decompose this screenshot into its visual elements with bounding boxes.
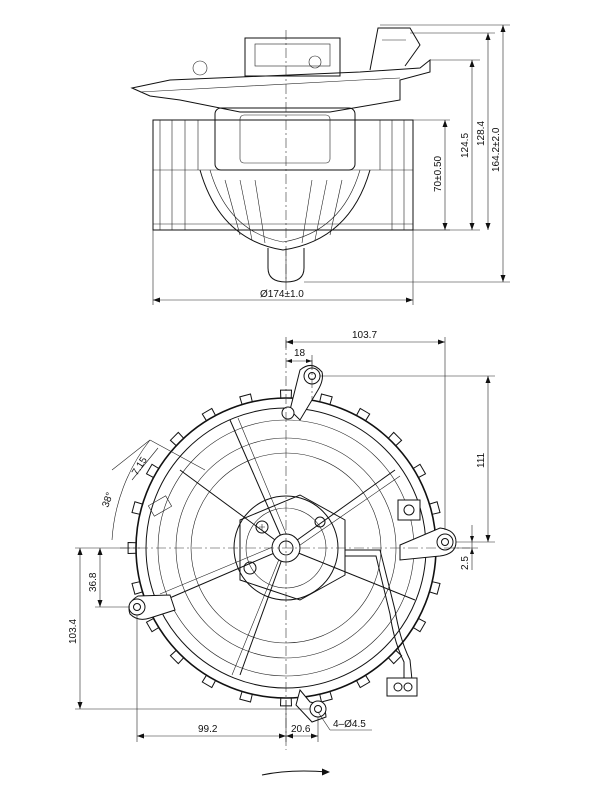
housing-rib: [201, 407, 217, 422]
plan-view: 103.7 18 111 2.5 38° 7.15 36.8: [68, 330, 495, 750]
dim-offset-18: 18: [294, 348, 306, 359]
dim-angle-38: 38°: [100, 491, 116, 509]
housing-rib: [319, 393, 333, 405]
housing-rib: [319, 691, 333, 703]
housing-rib: [429, 581, 441, 595]
housing-rib: [131, 501, 143, 515]
dim-height-164: 164.2±2.0: [491, 127, 502, 172]
housing-rib: [412, 617, 427, 633]
housing-rib: [169, 649, 185, 665]
dim-height-70: 70±0.50: [433, 155, 444, 192]
rotation-direction-arrow-icon: [261, 768, 330, 776]
dim-height-111: 111: [476, 452, 487, 468]
housing-rib: [131, 581, 143, 595]
housing-rib: [387, 431, 403, 447]
dim-holes: 4–Ø4.5: [333, 719, 366, 730]
dim-height-124: 124.5: [460, 133, 471, 158]
housing-rib: [239, 393, 253, 405]
dim-width-99-2: 99.2: [198, 724, 218, 735]
housing-rib: [355, 674, 371, 689]
housing-rib: [355, 407, 371, 422]
dim-width-103-7: 103.7: [352, 330, 377, 341]
housing-rib: [239, 691, 253, 703]
housing-rib: [145, 463, 160, 479]
housing-rib: [429, 501, 441, 515]
dim-height-36-8: 36.8: [88, 572, 99, 592]
housing-rib: [201, 674, 217, 689]
housing-rib: [145, 617, 160, 633]
housing-rib: [387, 649, 403, 665]
housing-rib: [412, 463, 427, 479]
dim-height-128: 128.4: [476, 121, 487, 146]
dim-height-103-4: 103.4: [68, 619, 79, 644]
side-elevation-view: Ø174±1.0 70±0.50 124.5 128.4 164.2±2.0: [130, 24, 510, 305]
dim-offset-2-5: 2.5: [460, 556, 471, 570]
dim-diameter: Ø174±1.0: [260, 289, 304, 300]
dim-width-20-6: 20.6: [291, 724, 311, 735]
housing-rib: [169, 431, 185, 447]
